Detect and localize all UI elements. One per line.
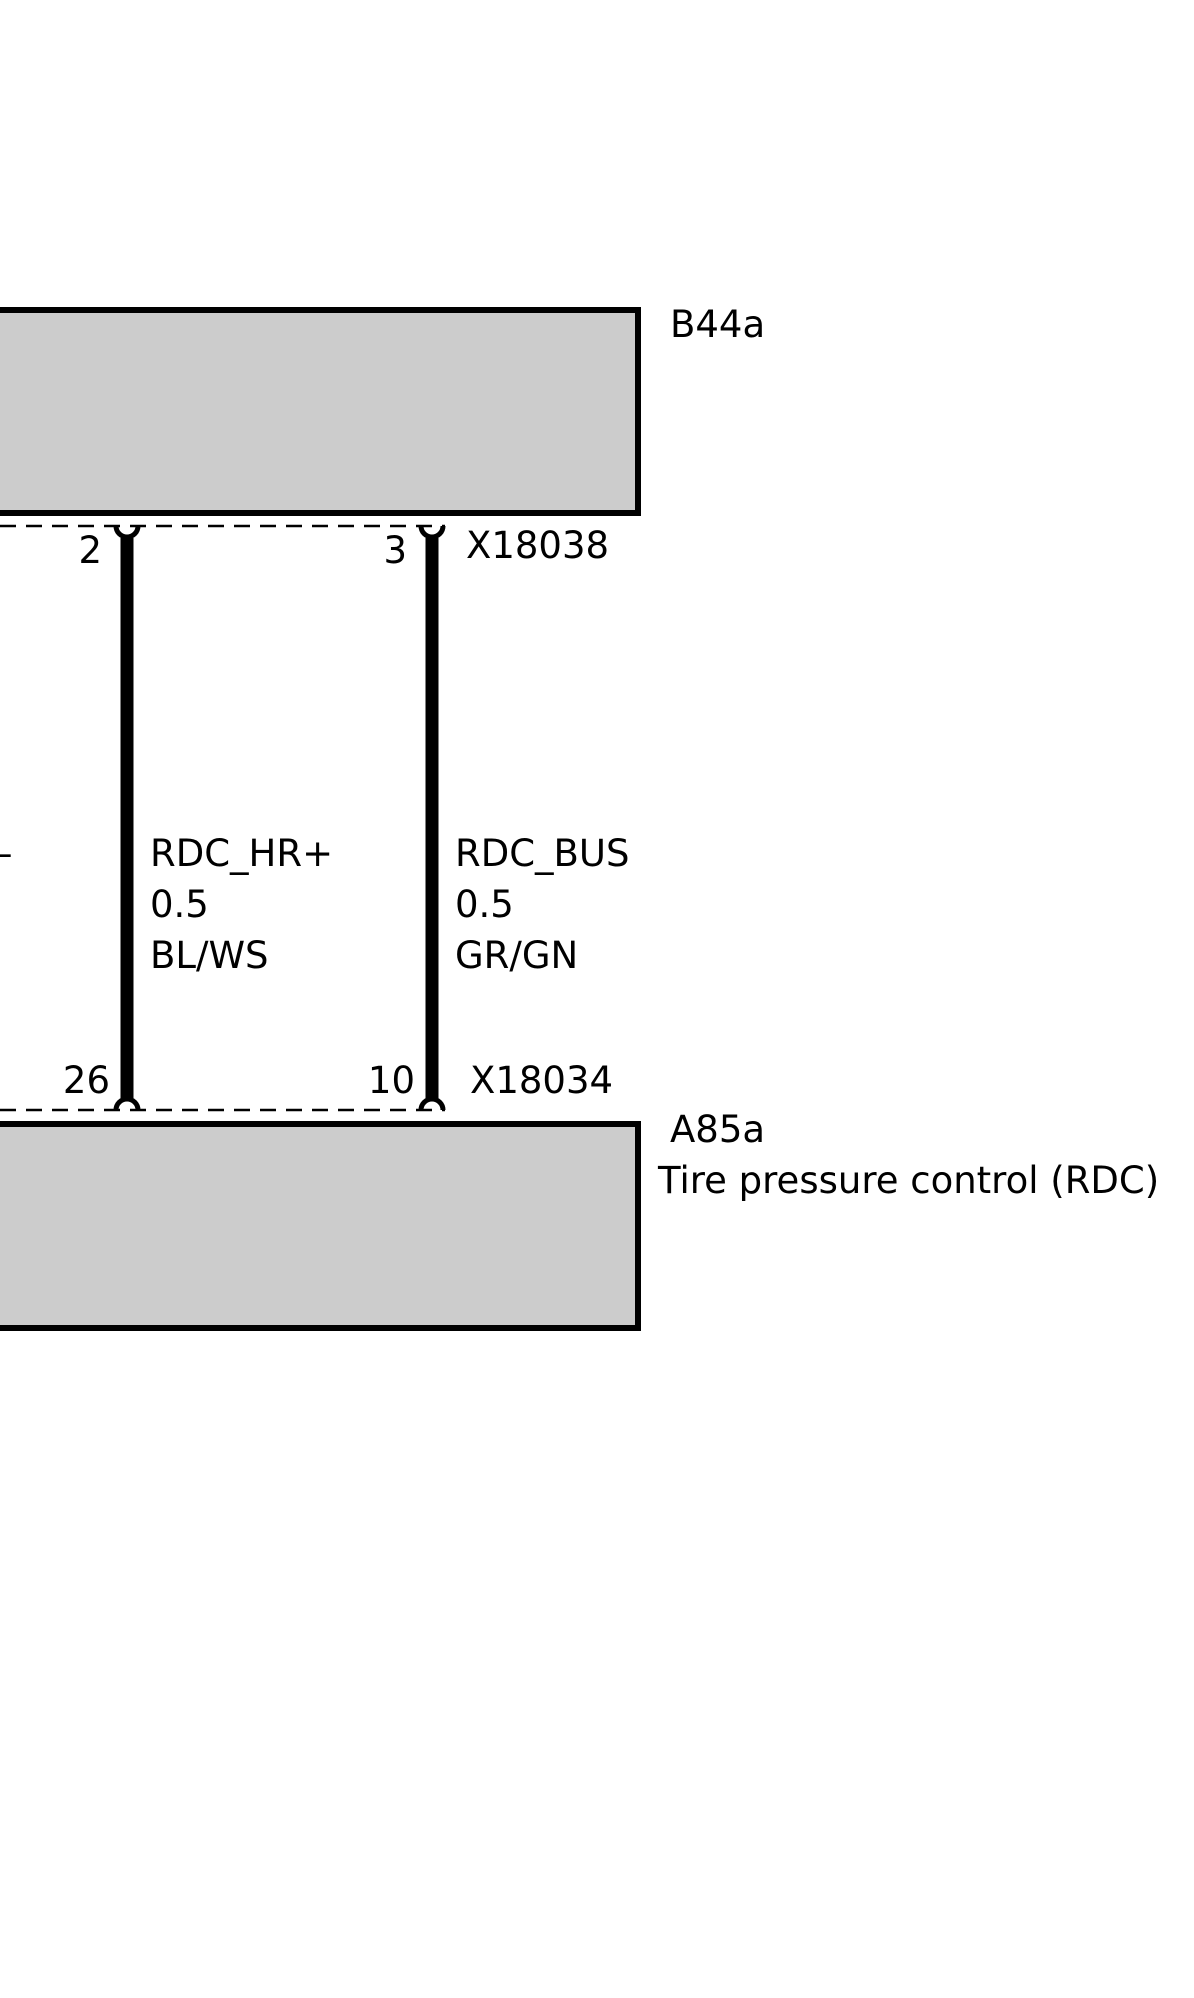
wire-2-top-pin: 3: [383, 529, 407, 572]
connector-bottom-label: X18034: [470, 1059, 613, 1102]
component-b44a-label: B44a: [670, 303, 765, 346]
wire-2-signal: RDC_BUS: [455, 832, 630, 875]
component-b44a-box: [0, 307, 641, 516]
component-a85a-box: [0, 1121, 641, 1331]
component-a85a-label: A85a: [670, 1108, 765, 1151]
partial-left-wire-label: –: [0, 832, 13, 875]
wire-1-gauge: 0.5: [150, 883, 209, 926]
wire-1-bottom-pin: 26: [63, 1059, 110, 1102]
wire-1-top-terminal-icon: [113, 525, 141, 540]
wire-1-signal: RDC_HR+: [150, 832, 333, 875]
wire-1-top-pin: 2: [78, 529, 102, 572]
wire-2-bottom-terminal-icon: [418, 1096, 446, 1111]
wire-2-gauge: 0.5: [455, 883, 514, 926]
wire-1-color: BL/WS: [150, 934, 269, 977]
component-a85a-description: Tire pressure control (RDC): [657, 1159, 1159, 1202]
wire-2-color: GR/GN: [455, 934, 578, 977]
wire-2-top-terminal-icon: [418, 525, 446, 540]
wire-2-bottom-pin: 10: [368, 1059, 415, 1102]
wire-1-bottom-terminal-icon: [113, 1096, 141, 1111]
connector-top-label: X18038: [466, 524, 609, 567]
